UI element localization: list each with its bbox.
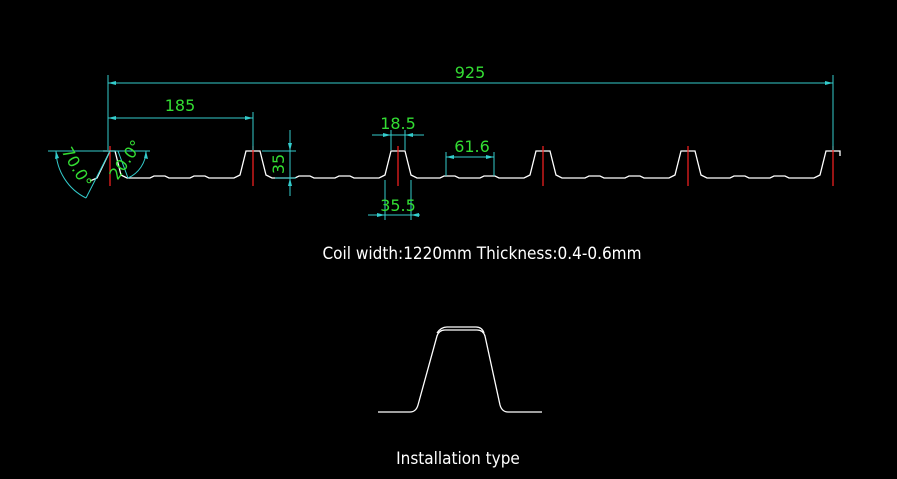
dimension-pitch: 185 (108, 96, 254, 150)
dimension-pan-flat: 61.6 (445, 137, 495, 176)
installation-type-label: Installation type (396, 449, 520, 469)
dimension-label-rib-bottom: 35.5 (380, 196, 416, 215)
dimension-label-rib-height: 35 (269, 154, 288, 174)
dimension-label-angle-right: 20.0° (105, 137, 146, 184)
dimension-label-pan-flat: 61.6 (454, 137, 490, 156)
installation-rib-outline (378, 329, 542, 413)
dimension-label-pitch: 185 (165, 96, 196, 115)
installation-type-profile (378, 326, 542, 413)
dimension-angles: 70.0° 20.0° (48, 137, 150, 199)
dimension-overall-width: 925 (107, 63, 834, 150)
dimension-label-overall: 925 (455, 63, 486, 82)
coil-info-note: Coil width:1220mm Thickness:0.4-0.6mm (323, 244, 642, 264)
dimension-label-rib-top: 18.5 (380, 114, 416, 133)
dimension-rib-bottom: 35.5 (368, 180, 420, 220)
dimension-rib-height: 35 (262, 130, 296, 196)
rib-center-marks (109, 146, 834, 186)
installation-rib-inner-line (436, 326, 485, 334)
panel-profile-outline (110, 150, 841, 179)
dimension-rib-top: 18.5 (372, 114, 424, 150)
